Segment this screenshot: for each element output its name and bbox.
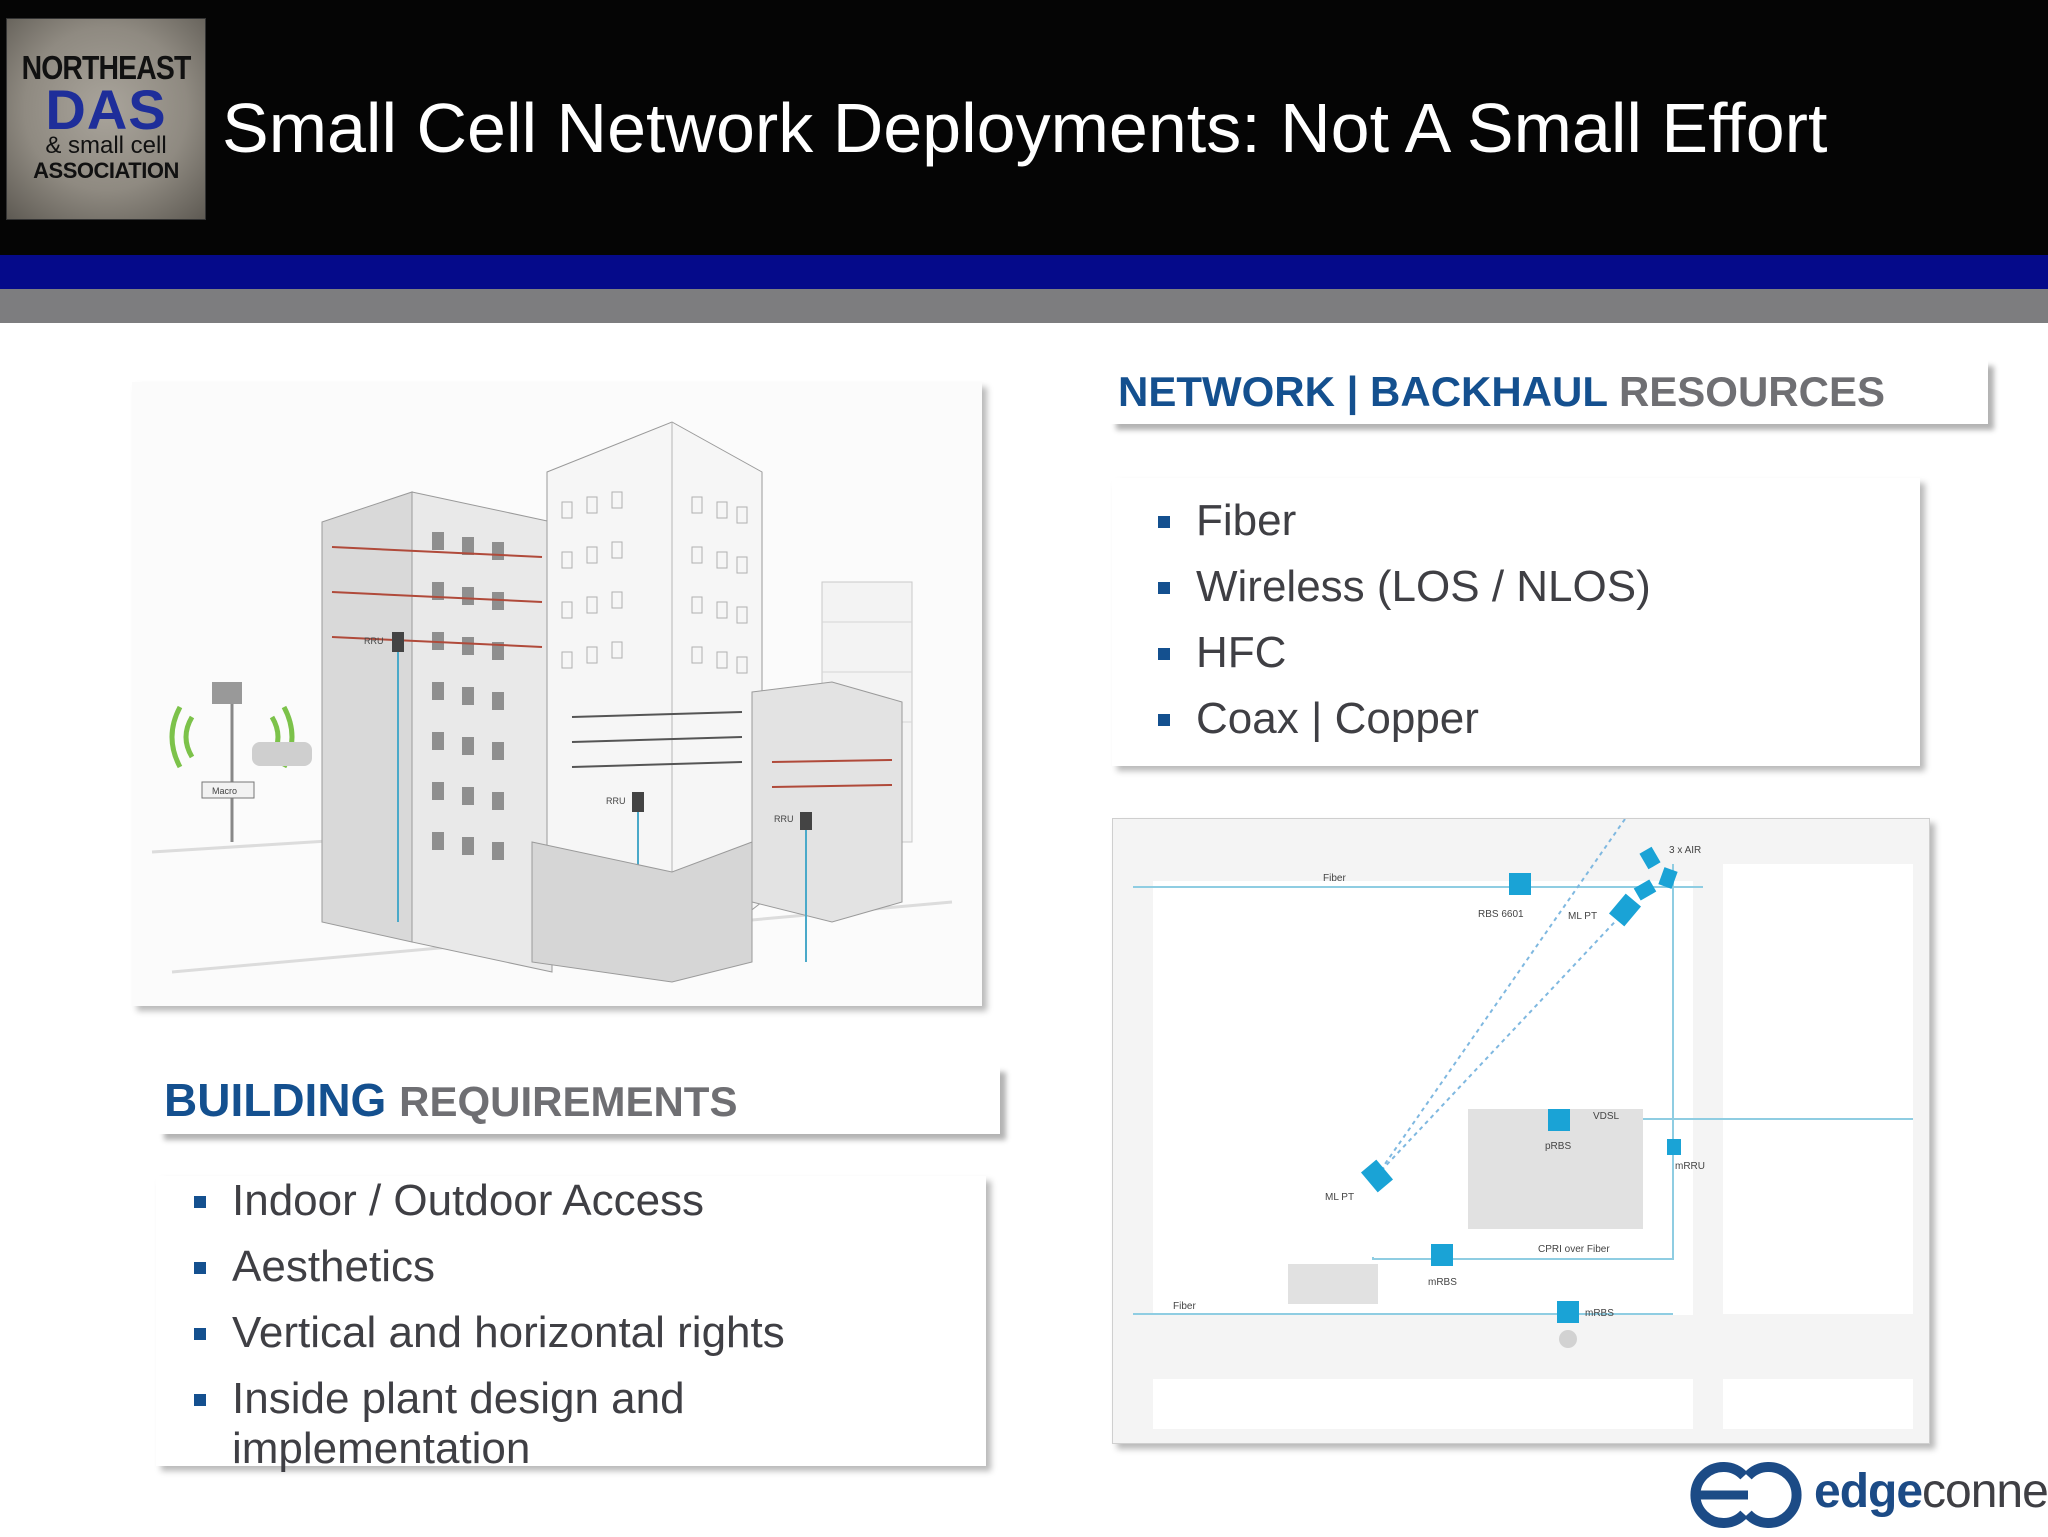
edgeconnex-logo: edgeconnex [1686, 1458, 2048, 1532]
list-item: Vertical and horizontal rights [194, 1308, 986, 1358]
diagram-label-cpri: CPRI over Fiber [1538, 1244, 1610, 1255]
list-item: Wireless (LOS / NLOS) [1158, 562, 1920, 612]
list-item: Coax | Copper [1158, 694, 1920, 744]
macro-label: Macro [212, 786, 237, 796]
diagram-label-fiber-bottom: Fiber [1173, 1301, 1196, 1312]
network-list-panel: Fiber Wireless (LOS / NLOS) HFC Coax | C… [1112, 478, 1920, 766]
network-diagram-svg: Fiber RBS 6601 ML PT 3 x AIR VDSL pRBS m… [1113, 818, 1929, 1443]
diagram-label-ml-pt-bottom: ML PT [1325, 1192, 1354, 1203]
building-illustration: RRU RRU RRU [132, 382, 982, 1006]
header-gray-stripe [0, 289, 2048, 323]
building-list: Indoor / Outdoor Access Aesthetics Verti… [156, 1176, 986, 1474]
diagram-label-mrru: mRRU [1675, 1161, 1705, 1172]
edgeconnex-wordmark: edgeconnex [1814, 1465, 2048, 1518]
diagram-label-prbs: pRBS [1545, 1141, 1571, 1152]
diagram-label-ml-pt-top: ML PT [1568, 911, 1597, 922]
network-list: Fiber Wireless (LOS / NLOS) HFC Coax | C… [1112, 478, 1920, 744]
header-bar [0, 0, 2048, 255]
header-blue-stripe [0, 255, 2048, 289]
list-item: Fiber [1158, 496, 1920, 546]
association-logo: NORTHEAST DAS & small cell ASSOCIATION [6, 18, 206, 220]
list-item: HFC [1158, 628, 1920, 678]
diagram-label-rbs: RBS 6601 [1478, 909, 1524, 920]
rru-label-a: RRU [364, 636, 384, 646]
slide-title: Small Cell Network Deployments: Not A Sm… [222, 89, 1828, 167]
list-item: Aesthetics [194, 1242, 986, 1292]
diagram-label-air: 3 x AIR [1669, 845, 1701, 856]
diagram-label-mrbs-bottom: mRBS [1585, 1308, 1614, 1319]
list-item: Indoor / Outdoor Access [194, 1176, 986, 1226]
diagram-label-fiber-top: Fiber [1323, 873, 1346, 884]
edgeconnex-mark-icon [1690, 1462, 1802, 1528]
diagram-label-mrbs-mid: mRBS [1428, 1277, 1457, 1288]
list-item: Inside plant design and implementation [194, 1374, 792, 1474]
rru-label-b: RRU [606, 796, 626, 806]
rru-label-c: RRU [774, 814, 794, 824]
building-heading: BUILDING REQUIREMENTS [158, 1066, 1000, 1134]
network-heading: NETWORK | BACKHAUL RESOURCES [1110, 360, 1988, 424]
building-illustration-svg: RRU RRU RRU [132, 382, 982, 1006]
building-list-panel: Indoor / Outdoor Access Aesthetics Verti… [156, 1176, 986, 1473]
diagram-label-vdsl: VDSL [1593, 1111, 1620, 1122]
network-diagram: Fiber RBS 6601 ML PT 3 x AIR VDSL pRBS m… [1112, 818, 1930, 1444]
